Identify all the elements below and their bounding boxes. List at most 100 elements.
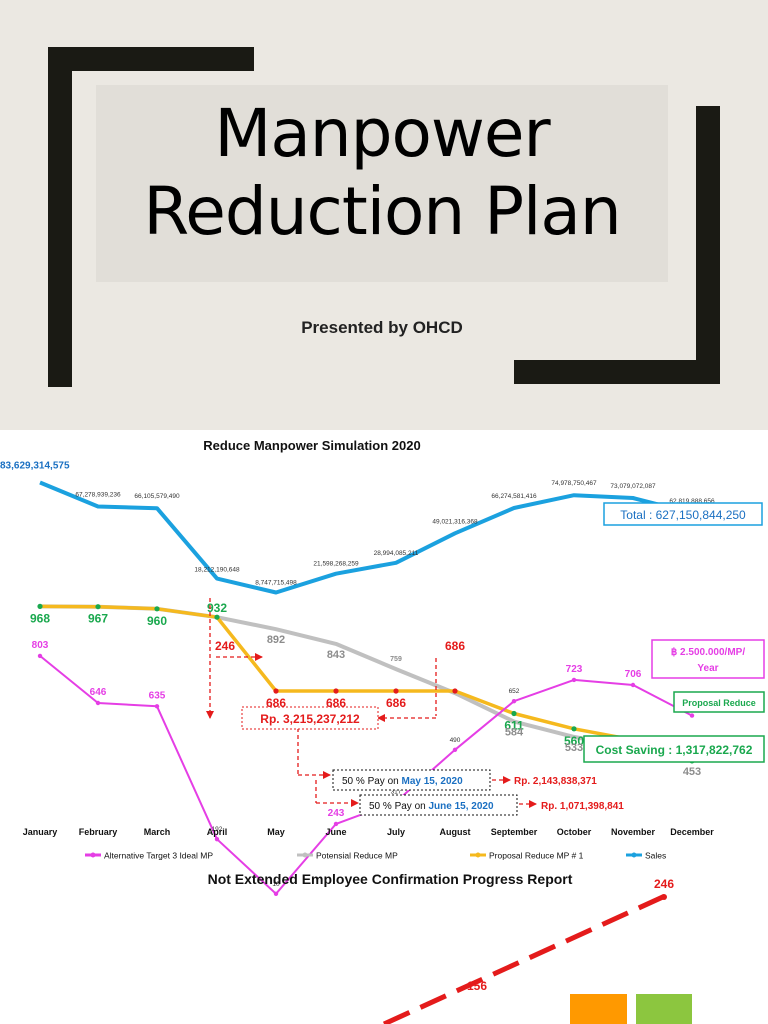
alternative-label-9: 652 <box>509 688 520 695</box>
legend-label-2: Potensial Reduce MP <box>316 851 398 861</box>
proposal-label-4: 932 <box>207 601 227 615</box>
cover-title: Manpower Reduction Plan <box>96 95 668 251</box>
progress-title: Not Extended Employee Confirmation Progr… <box>208 871 573 887</box>
point-alternative-12 <box>689 713 695 718</box>
frame-top-left-horizontal <box>48 47 254 71</box>
x-tick-november: November <box>611 827 656 837</box>
rate-box: ฿ 2.500.000/MP/ Year <box>651 639 765 679</box>
point-alternative-5 <box>273 891 279 896</box>
cost-saving-label: Cost Saving : 1,317,822,762 <box>596 743 753 757</box>
sales-label-11: 73,079,072,087 <box>610 483 656 490</box>
proposal-reduce-box: Proposal Reduce <box>673 691 765 713</box>
x-tick-june: June <box>325 827 346 837</box>
x-tick-january: January <box>23 827 58 837</box>
svg-text:50 % Pay on May 15, 2020: 50 % Pay on May 15, 2020 <box>342 776 463 787</box>
cost-saving-box: Cost Saving : 1,317,822,762 <box>583 735 765 763</box>
alternative-label-2: 646 <box>90 687 107 698</box>
alternative-label-3: 635 <box>149 690 166 701</box>
sales-label-3: 66,105,579,490 <box>134 493 180 500</box>
point-alternative-2 <box>95 700 101 706</box>
pay-may-box: 50 % Pay on May 15, 2020 <box>332 769 491 791</box>
point-proposal-7 <box>393 688 399 694</box>
proposal-label-10: 560 <box>564 734 584 748</box>
potensial-label-12: 453 <box>683 766 701 778</box>
manpower-simulation-chart: Reduce Manpower Simulation 2020 83,629,3… <box>0 438 765 1024</box>
progress-swatch-orange <box>570 994 627 1024</box>
sales-label-1: 83,629,314,575 <box>0 461 70 472</box>
cover-title-line1: Manpower <box>214 95 550 172</box>
series-line-proposal <box>39 604 693 763</box>
series-layer <box>37 480 695 896</box>
pay-may-amount: Rp. 2,143,838,371 <box>514 776 597 787</box>
proposal-label-2: 967 <box>88 612 108 626</box>
legend-marker-3 <box>475 852 481 858</box>
x-tick-april: April <box>207 827 228 837</box>
sales-label-9: 66,274,581,416 <box>491 493 537 500</box>
progress-label-2: 246 <box>654 877 674 891</box>
point-alternative-6 <box>333 821 339 827</box>
sales-label-10: 74,978,750,467 <box>551 480 597 487</box>
potensial-label-10: 533 <box>565 742 583 754</box>
alternative-label-7: 317 <box>391 789 402 796</box>
frame-bottom-right-horizontal <box>514 360 720 384</box>
point-alternative-8 <box>452 747 458 752</box>
august-reduce-label: 686 <box>445 639 465 653</box>
point-alternative-10 <box>571 677 577 683</box>
progress-swatch-green <box>636 994 692 1024</box>
reduction-arrows <box>206 598 537 808</box>
point-proposal-6 <box>333 688 339 694</box>
reduce-246-label: 246 <box>215 639 235 653</box>
pay-june-prefix: 50 % Pay on <box>369 801 428 812</box>
point-alternative-1 <box>37 653 43 659</box>
legend-label-3: Proposal Reduce MP # 1 <box>489 851 584 861</box>
frame-top-left-vertical <box>48 47 72 387</box>
rp-total-box: Rp. 3,215,237,212 <box>241 706 379 730</box>
pay-may-prefix: 50 % Pay on <box>342 776 401 787</box>
pay-may-date: May 15, 2020 <box>401 776 463 787</box>
x-tick-july: July <box>387 827 405 837</box>
rate-label-line1: ฿ 2.500.000/MP/ <box>671 647 745 658</box>
point-proposal-8 <box>452 688 458 694</box>
cover-subtitle: Presented by OHCD <box>301 318 463 337</box>
total-label: Total : 627,150,844,250 <box>620 508 746 522</box>
sales-label-8: 49,021,316,368 <box>432 518 478 525</box>
point-alternative-9 <box>511 699 517 704</box>
sales-label-6: 21,598,268,259 <box>313 561 359 568</box>
x-tick-may: May <box>267 827 285 837</box>
x-tick-october: October <box>557 827 592 837</box>
potensial-label-7: 759 <box>390 656 402 663</box>
alternative-label-6: 243 <box>328 808 345 819</box>
point-alternative-11 <box>630 682 636 688</box>
alternative-label-5: 10 <box>272 881 280 888</box>
total-box: Total : 627,150,844,250 <box>603 502 763 526</box>
alternative-label-10: 723 <box>566 664 583 675</box>
alternative-label-8: 490 <box>450 737 461 744</box>
sales-label-4: 18,212,190,648 <box>194 567 240 574</box>
progress-chart: 156 246 <box>382 877 692 1024</box>
point-proposal-3 <box>154 606 160 612</box>
alternative-label-4: 192 <box>212 826 223 833</box>
legend-marker-1 <box>90 852 96 858</box>
sales-label-2: 67,278,939,236 <box>75 492 121 499</box>
pay-june-date: June 15, 2020 <box>428 801 493 812</box>
point-proposal-1 <box>37 603 43 609</box>
legend-marker-2 <box>302 852 308 858</box>
svg-text:50 % Pay on June 15, 2020: 50 % Pay on June 15, 2020 <box>369 801 494 812</box>
proposal-label-1: 968 <box>30 611 50 625</box>
sales-label-12: 62,819,888,656 <box>669 498 715 505</box>
progress-line <box>382 893 667 1024</box>
x-tick-august: August <box>440 827 471 837</box>
proposal-label-3: 960 <box>147 614 167 628</box>
point-proposal-4 <box>214 614 220 620</box>
proposal-reduce-label: Proposal Reduce <box>682 698 756 708</box>
pay-june-amount: Rp. 1,071,398,841 <box>541 801 624 812</box>
proposal-label-7: 686 <box>386 696 406 710</box>
progress-label-1: 156 <box>467 979 487 993</box>
cover-title-line2: Reduction Plan <box>143 173 621 250</box>
sales-label-5: 8,747,715,498 <box>255 580 297 587</box>
potensial-label-6: 843 <box>327 649 345 661</box>
pay-june-box: 50 % Pay on June 15, 2020 <box>359 794 518 816</box>
rp-total-label: Rp. 3,215,237,212 <box>260 712 360 726</box>
rate-label-line2: Year <box>697 663 718 674</box>
